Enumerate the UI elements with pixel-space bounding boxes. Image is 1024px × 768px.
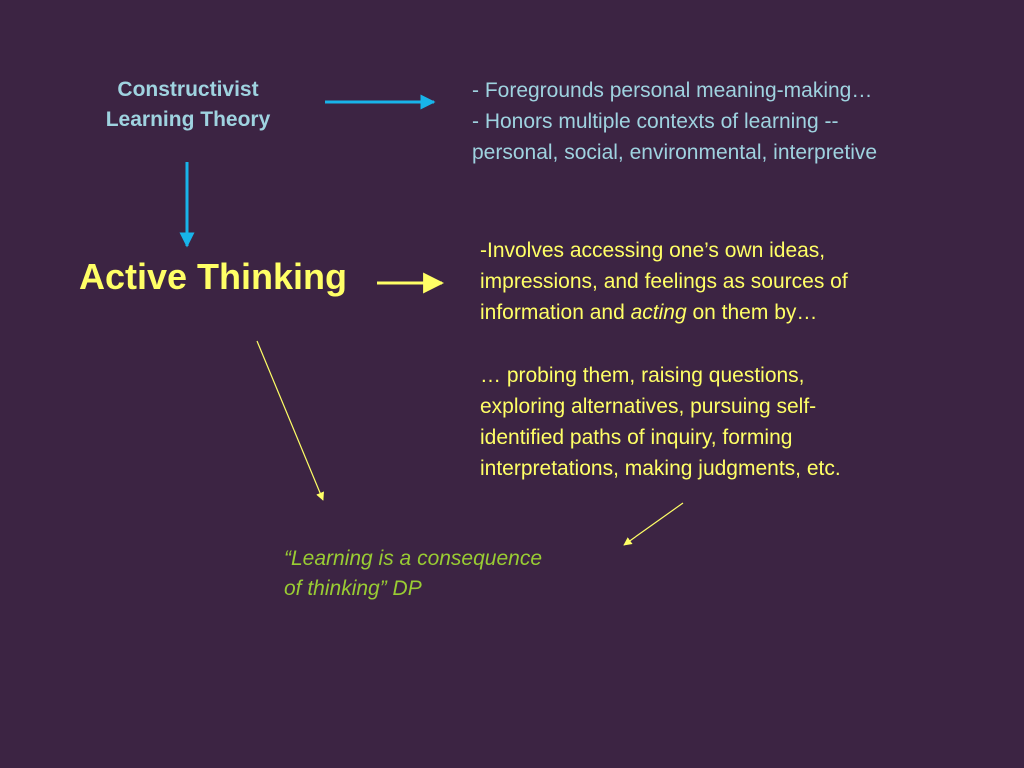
theory-title-line-1: Constructivist <box>117 78 259 101</box>
theory-note-line-1: - Foregrounds personal meaning-making… <box>472 79 873 102</box>
theory-title-line-2: Learning Theory <box>105 108 271 131</box>
theory-note-line-3: personal, social, environmental, interpr… <box>472 141 878 164</box>
probing-line-1: … probing them, raising questions, <box>480 364 805 387</box>
active-to-quote-arrow <box>256 340 324 501</box>
active-thinking-description: -Involves accessing one’s own ideas, imp… <box>480 235 848 328</box>
probing-to-quote-arrow <box>623 502 684 546</box>
theory-note-line-2: - Honors multiple contexts of learning -… <box>472 110 839 133</box>
quote-line-1: “Learning is a consequence <box>284 547 543 570</box>
active-thinking-actions: … probing them, raising questions, explo… <box>480 360 841 484</box>
quote-line-2: of thinking” DP <box>284 577 422 600</box>
learning-quote: “Learning is a consequence of thinking” … <box>284 544 542 604</box>
involves-line-3-after: on them by… <box>686 301 818 324</box>
acting-emphasis: acting <box>630 301 687 324</box>
theory-notes: - Foregrounds personal meaning-making… -… <box>472 75 877 168</box>
involves-line-1: -Involves accessing one’s own ideas, <box>480 239 826 262</box>
probing-line-3: identified paths of inquiry, forming <box>480 426 793 449</box>
involves-line-3: information and acting on them by… <box>480 297 848 328</box>
constructivist-learning-theory-title: Constructivist Learning Theory <box>68 75 308 135</box>
involves-line-3-before: information and <box>480 301 631 324</box>
probing-line-4: interpretations, making judgments, etc. <box>480 457 841 480</box>
probing-line-2: exploring alternatives, pursuing self- <box>480 395 817 418</box>
active-thinking-title: Active Thinking <box>79 256 348 297</box>
involves-line-2: impressions, and feelings as sources of <box>480 270 848 293</box>
